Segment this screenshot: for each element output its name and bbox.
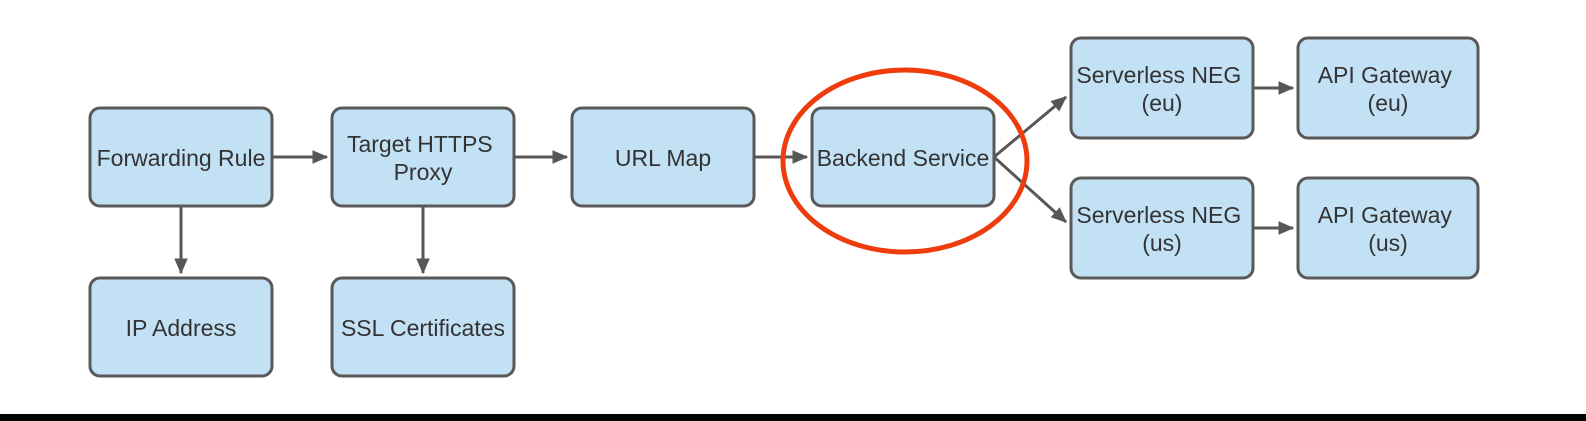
serverless-neg-eu-label: Serverless NEG (eu) — [1076, 62, 1247, 116]
node-serverless-neg-us: Serverless NEG (us) — [1069, 176, 1255, 280]
backend-service-label: Backend Service — [817, 145, 990, 171]
serverless-neg-us-label: Serverless NEG (us) — [1076, 202, 1247, 256]
node-serverless-neg-eu: Serverless NEG (eu) — [1069, 36, 1255, 140]
bottom-border-bar — [0, 414, 1586, 421]
node-ip-address: IP Address — [88, 276, 274, 378]
node-url-map: URL Map — [570, 106, 756, 208]
api-gateway-us-label: API Gateway (us) — [1318, 202, 1459, 256]
node-ssl-certificates: SSL Certificates — [330, 276, 516, 378]
backend-service-box — [810, 106, 996, 208]
target-https-proxy-box — [330, 106, 516, 208]
forwarding-rule-box — [88, 106, 274, 208]
node-target-https-proxy: Target HTTPS Proxy — [330, 106, 516, 208]
ip-address-box — [88, 276, 274, 378]
serverless-neg-us-box — [1069, 176, 1255, 280]
url-map-box — [570, 106, 756, 208]
ssl-certificates-label: SSL Certificates — [341, 315, 505, 341]
api-gateway-us-box — [1296, 176, 1480, 280]
serverless-neg-eu-box — [1069, 36, 1255, 140]
node-api-gateway-us: API Gateway (us) — [1296, 176, 1480, 280]
forwarding-rule-label: Forwarding Rule — [97, 145, 266, 171]
target-https-proxy-label: Target HTTPS Proxy — [347, 131, 499, 185]
edge-backend-service-to-serverless-neg-eu — [993, 95, 1066, 159]
ip-address-label: IP Address — [126, 315, 237, 341]
node-api-gateway-eu: API Gateway (eu) — [1296, 36, 1480, 140]
ssl-certificates-box — [330, 276, 516, 378]
connectors — [181, 88, 1293, 273]
url-map-label: URL Map — [615, 145, 711, 171]
node-forwarding-rule: Forwarding Rule — [88, 106, 274, 208]
backend-service-highlight-ellipse — [780, 67, 1030, 255]
node-backend-service: Backend Service — [810, 106, 996, 208]
api-gateway-eu-label: API Gateway (eu) — [1318, 62, 1459, 116]
api-gateway-eu-box — [1296, 36, 1480, 140]
edge-backend-service-to-serverless-neg-us — [992, 155, 1068, 224]
